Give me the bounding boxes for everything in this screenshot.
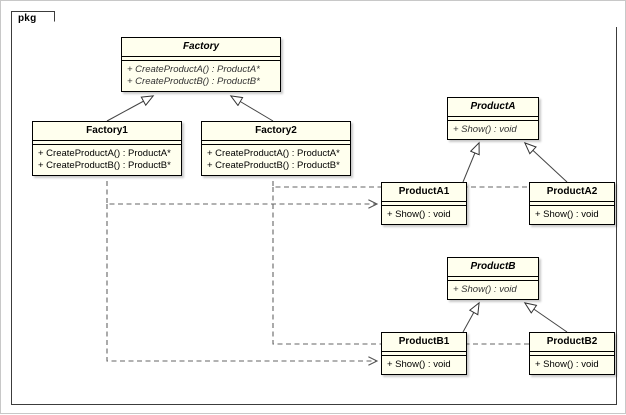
operation: + CreateProductA() : ProductA* xyxy=(38,148,171,159)
class-attributes-producta2 xyxy=(530,202,614,206)
class-operations-factory: + CreateProductA() : ProductA* + CreateP… xyxy=(122,61,280,91)
operation: + Show() : void xyxy=(387,359,451,370)
class-operations-factory2: + CreateProductA() : ProductA* + CreateP… xyxy=(202,145,350,175)
class-attributes-factory2 xyxy=(202,141,350,145)
class-name-productb2: ProductB2 xyxy=(530,333,614,352)
operation: + CreateProductB() : ProductB* xyxy=(38,160,171,171)
class-attributes-producta1 xyxy=(382,202,466,206)
class-operations-factory1: + CreateProductA() : ProductA* + CreateP… xyxy=(33,145,181,175)
operation: + CreateProductA() : ProductA* xyxy=(207,148,340,159)
class-attributes-productb1 xyxy=(382,352,466,356)
operation: + CreateProductA() : ProductA* xyxy=(127,64,260,75)
class-name-productb: ProductB xyxy=(448,258,538,277)
generalization-productb2-productb xyxy=(525,303,568,333)
generalization-productb1-productb xyxy=(462,303,479,333)
operation: + Show() : void xyxy=(535,359,599,370)
class-attributes-productb xyxy=(448,277,538,281)
operation: + Show() : void xyxy=(387,209,451,220)
package-label: pkg xyxy=(18,13,37,24)
class-operations-productb1: + Show() : void xyxy=(382,356,466,374)
package-tab xyxy=(11,11,55,28)
class-attributes-factory1 xyxy=(33,141,181,145)
class-box-productb[interactable]: ProductB + Show() : void xyxy=(447,257,539,300)
class-box-factory1[interactable]: Factory1 + CreateProductA() : ProductA* … xyxy=(32,121,182,176)
generalization-producta2-producta xyxy=(525,143,568,183)
class-operations-producta2: + Show() : void xyxy=(530,206,614,224)
class-box-productb2[interactable]: ProductB2 + Show() : void xyxy=(529,332,615,375)
class-operations-productb2: + Show() : void xyxy=(530,356,614,374)
class-name-productb1: ProductB1 xyxy=(382,333,466,352)
class-attributes-productb2 xyxy=(530,352,614,356)
dependency-factory2-producta2 xyxy=(272,181,531,188)
class-box-factory2[interactable]: Factory2 + CreateProductA() : ProductA* … xyxy=(201,121,351,176)
class-name-producta: ProductA xyxy=(448,98,538,117)
class-name-producta2: ProductA2 xyxy=(530,183,614,202)
class-name-factory1: Factory1 xyxy=(33,122,181,141)
operation: + CreateProductB() : ProductB* xyxy=(127,76,260,87)
class-box-producta2[interactable]: ProductA2 + Show() : void xyxy=(529,182,615,225)
class-box-producta[interactable]: ProductA + Show() : void xyxy=(447,97,539,140)
generalization-factory2-factory xyxy=(231,96,274,122)
class-attributes-factory xyxy=(122,57,280,61)
operation: + Show() : void xyxy=(453,284,517,295)
package-frame xyxy=(11,27,617,405)
class-box-factory[interactable]: Factory + CreateProductA() : ProductA* +… xyxy=(121,37,281,92)
generalization-producta1-producta xyxy=(462,143,479,183)
class-name-factory: Factory xyxy=(122,38,280,57)
operation: + Show() : void xyxy=(535,209,599,220)
dependency-factory1-producta1 xyxy=(106,181,379,209)
class-box-producta1[interactable]: ProductA1 + Show() : void xyxy=(381,182,467,225)
operation: + Show() : void xyxy=(453,124,517,135)
dependency-factory2-productb2 xyxy=(272,187,531,345)
operation: + CreateProductB() : ProductB* xyxy=(207,160,340,171)
class-name-producta1: ProductA1 xyxy=(382,183,466,202)
class-operations-producta1: + Show() : void xyxy=(382,206,466,224)
class-name-factory2: Factory2 xyxy=(202,122,350,141)
dependency-factory1-productb1 xyxy=(106,204,379,366)
generalization-factory1-factory xyxy=(106,96,153,122)
class-attributes-producta xyxy=(448,117,538,121)
class-operations-productb: + Show() : void xyxy=(448,281,538,299)
class-operations-producta: + Show() : void xyxy=(448,121,538,139)
class-box-productb1[interactable]: ProductB1 + Show() : void xyxy=(381,332,467,375)
